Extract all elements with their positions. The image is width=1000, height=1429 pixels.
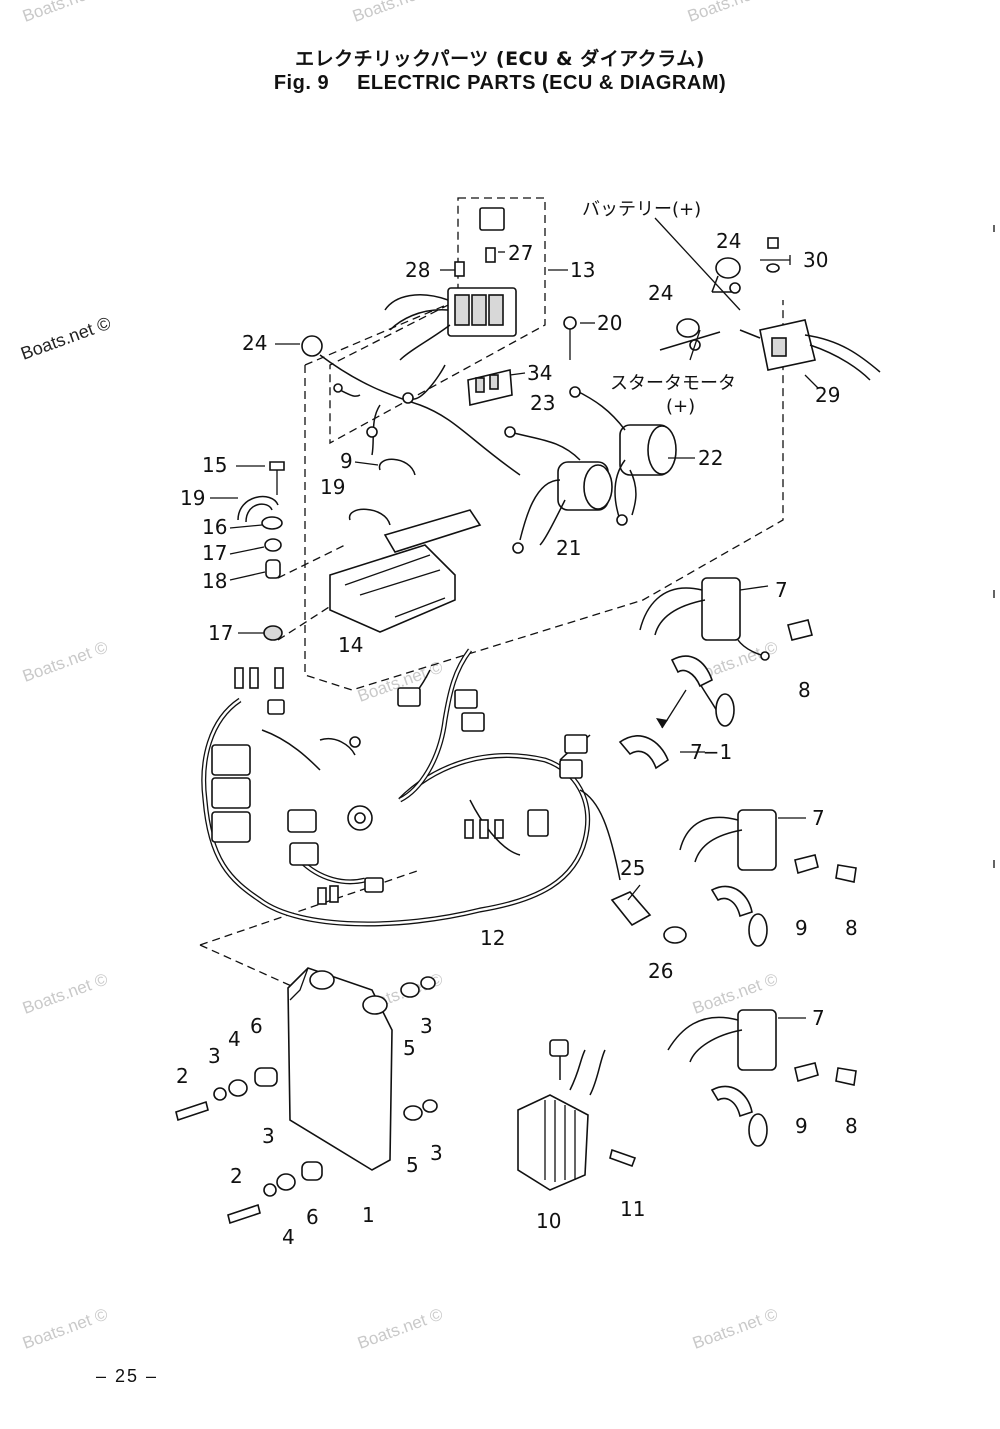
callout-6: 6 (306, 1205, 319, 1229)
callout-34: 34 (527, 361, 552, 385)
bolt-15 (269, 461, 285, 495)
callout-4: 4 (228, 1027, 241, 1051)
harness-dashed-outline (304, 299, 784, 691)
callout-19: 19 (180, 486, 205, 510)
callout-11: 11 (620, 1197, 645, 1221)
clamp-19 (237, 495, 279, 523)
terminal-boot-24 (711, 257, 741, 294)
cable-23 (504, 386, 626, 461)
figure-title-text: ELECTRIC PARTS (ECU & DIAGRAM) (357, 72, 727, 94)
callout-16: 16 (202, 515, 227, 539)
callout-12: 12 (480, 926, 505, 950)
callout-3: 3 (420, 1014, 433, 1038)
collar-18 (265, 559, 281, 579)
callout-5: 5 (403, 1036, 416, 1060)
callout-3: 3 (430, 1141, 443, 1165)
starter-relay-21 (512, 461, 613, 554)
mount-bracket-14 (329, 458, 482, 633)
ignition-coil-7c (667, 1009, 819, 1147)
battery-plus-label: バッテリー(+) (582, 199, 701, 220)
bracket-34 (467, 369, 513, 406)
figure-title-english: Fig. 9 ELECTRIC PARTS (ECU & DIAGRAM) (0, 72, 1000, 95)
ignition-cap-7-1 (618, 689, 687, 770)
callout-18: 18 (202, 569, 227, 593)
grommet-17b (263, 625, 283, 641)
callout-28: 28 (405, 258, 430, 282)
callout-6: 6 (250, 1014, 263, 1038)
terminal-boot-24b (659, 318, 721, 351)
callout-9: 9 (340, 449, 353, 473)
callout-17: 17 (202, 541, 227, 565)
washer-16 (261, 516, 283, 530)
grommet-17 (264, 538, 282, 552)
callout-3: 3 (208, 1044, 221, 1068)
callout-8: 8 (845, 916, 858, 940)
upper-wires (301, 335, 521, 476)
callout-17: 17 (208, 621, 233, 645)
callout-2: 2 (230, 1164, 243, 1188)
relay-fuse-box (384, 207, 517, 361)
callout-15: 15 (202, 453, 227, 477)
callout-1: 1 (362, 1203, 375, 1227)
battery-leader-line (654, 217, 741, 311)
callout-26: 26 (648, 959, 673, 983)
bolts-8 (787, 619, 857, 1086)
callout-21: 21 (556, 536, 581, 560)
callout-9: 9 (795, 916, 808, 940)
callout-22: 22 (698, 446, 723, 470)
regulator-10 (517, 1039, 606, 1191)
callout-2: 2 (176, 1064, 189, 1088)
callout-30: 30 (803, 248, 828, 272)
callout-9: 9 (795, 1114, 808, 1138)
callout-7: 7 (812, 1006, 825, 1030)
callout-5: 5 (406, 1153, 419, 1177)
callout-8: 8 (798, 678, 811, 702)
callout-7-1: 7−1 (690, 740, 732, 764)
starter-motor-plus-label: (+) (666, 396, 695, 417)
screw-11 (609, 1148, 637, 1168)
page-number: – 25 – (96, 1366, 159, 1386)
callout-13: 13 (570, 258, 595, 282)
starter-relay-22 (614, 424, 677, 526)
callout-7: 7 (775, 578, 788, 602)
callout-25: 25 (620, 856, 645, 880)
relay-29 (739, 319, 881, 381)
figure-number: Fig. 9 (273, 72, 330, 94)
callout-7: 7 (812, 806, 825, 830)
callout-20: 20 (597, 311, 622, 335)
callout-14: 14 (338, 633, 363, 657)
screw-20 (563, 316, 577, 360)
ecu-unit-1 (287, 967, 393, 1171)
ignition-coil-7a (639, 577, 770, 727)
callout-10: 10 (536, 1209, 561, 1233)
leader-lines (210, 251, 819, 1019)
callout-3: 3 (262, 1124, 275, 1148)
starter-leader-line (689, 329, 701, 361)
callout-23: 23 (530, 391, 555, 415)
callout-24: 24 (716, 229, 741, 253)
temp-sensor-25 (610, 884, 652, 927)
callout-29: 29 (815, 383, 840, 407)
callout-4: 4 (282, 1225, 295, 1249)
callout-19: 19 (320, 475, 345, 499)
callout-24: 24 (242, 331, 267, 355)
callout-8: 8 (845, 1114, 858, 1138)
starter-motor-label: スタータモータ (610, 373, 736, 394)
callout-27: 27 (508, 241, 533, 265)
ecu-mounting-hardware (175, 976, 438, 1225)
o-ring-26 (663, 926, 687, 944)
bolt-30 (766, 237, 780, 273)
main-harness-12 (201, 648, 621, 927)
figure-title-japanese: エレクチリックパーツ (ECU & ダイアクラム) (295, 48, 705, 70)
callout-24: 24 (648, 281, 673, 305)
ignition-coil-7b (679, 809, 819, 947)
